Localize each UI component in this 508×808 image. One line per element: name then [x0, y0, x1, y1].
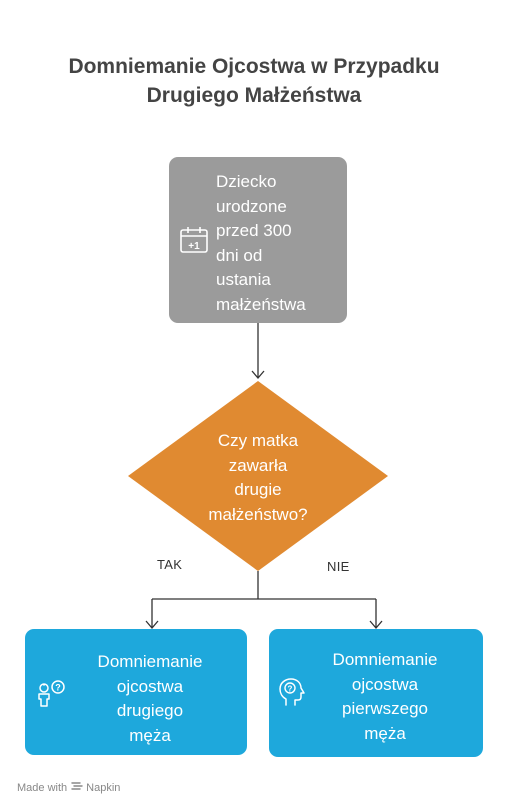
outcome-no-line: Domniemanie [332, 650, 438, 669]
branch-label-yes: TAK [157, 557, 183, 572]
arrowhead-no [369, 620, 383, 629]
outcome-no-node: ? Domniemanie ojcostwa pierwszego męża [269, 629, 483, 757]
footer-brand: Napkin [86, 781, 121, 794]
outcome-yes-line: męża [129, 725, 171, 745]
start-node: +1 Dziecko urodzone przed 300 dni od ust… [169, 157, 347, 323]
outcome-no-line: pierwszego [342, 699, 428, 718]
start-node-line: ustania [216, 270, 271, 289]
decision-text: Czy matka zawarła drugie małżeństwo? [178, 429, 338, 527]
decision-diamond [128, 381, 388, 571]
start-node-line: Dziecko [216, 172, 277, 191]
footer-made-with: Made with [17, 781, 68, 794]
footer-attribution: Made with Napkin [17, 780, 120, 795]
head-question-icon: ? [278, 677, 308, 714]
decision-line: małżeństwo? [208, 504, 308, 524]
arrowhead-decision [251, 370, 265, 379]
outcome-no-line: ojcostwa [351, 674, 419, 694]
outcome-no-text: Domniemanie ojcostwa pierwszego męża [305, 648, 465, 746]
title-line-2: Drugiego Małżeństwa [146, 84, 362, 107]
outcome-yes-line: Domniemanie [97, 652, 203, 671]
outcome-yes-line: ojcostwa [116, 676, 184, 696]
start-node-line: urodzone [216, 196, 287, 216]
napkin-logo-icon [71, 780, 83, 795]
start-node-line: małżeństwa [216, 294, 306, 314]
svg-text:?: ? [55, 683, 61, 693]
outcome-yes-line: drugiego [116, 701, 184, 720]
svg-text:?: ? [288, 685, 293, 694]
start-node-line: przed 300 [216, 221, 292, 240]
outcome-no-line: męża [364, 723, 406, 743]
calendar-plus-one-icon: +1 [179, 225, 209, 260]
outcome-yes-text: Domniemanie ojcostwa drugiego męża [65, 650, 235, 748]
title-line-1: Domniemanie Ojcostwa w Przypadku [68, 55, 440, 78]
arrowhead-yes [145, 620, 159, 629]
people-question-icon: ? [35, 679, 67, 714]
svg-text:+1: +1 [188, 241, 200, 252]
decision-line: zawarła [228, 455, 288, 475]
decision-line: drugie [234, 480, 282, 499]
decision-line: Czy matka [217, 431, 299, 450]
start-node-line: dni od [216, 245, 263, 265]
start-node-text: Dziecko urodzone przed 300 dni od ustani… [216, 170, 336, 317]
branch-label-no: NIE [327, 559, 350, 574]
diagram-title: Domniemanie Ojcostwa w Przypadku Drugieg… [20, 52, 488, 110]
outcome-yes-node: ? Domniemanie ojcostwa drugiego męża [25, 629, 247, 755]
